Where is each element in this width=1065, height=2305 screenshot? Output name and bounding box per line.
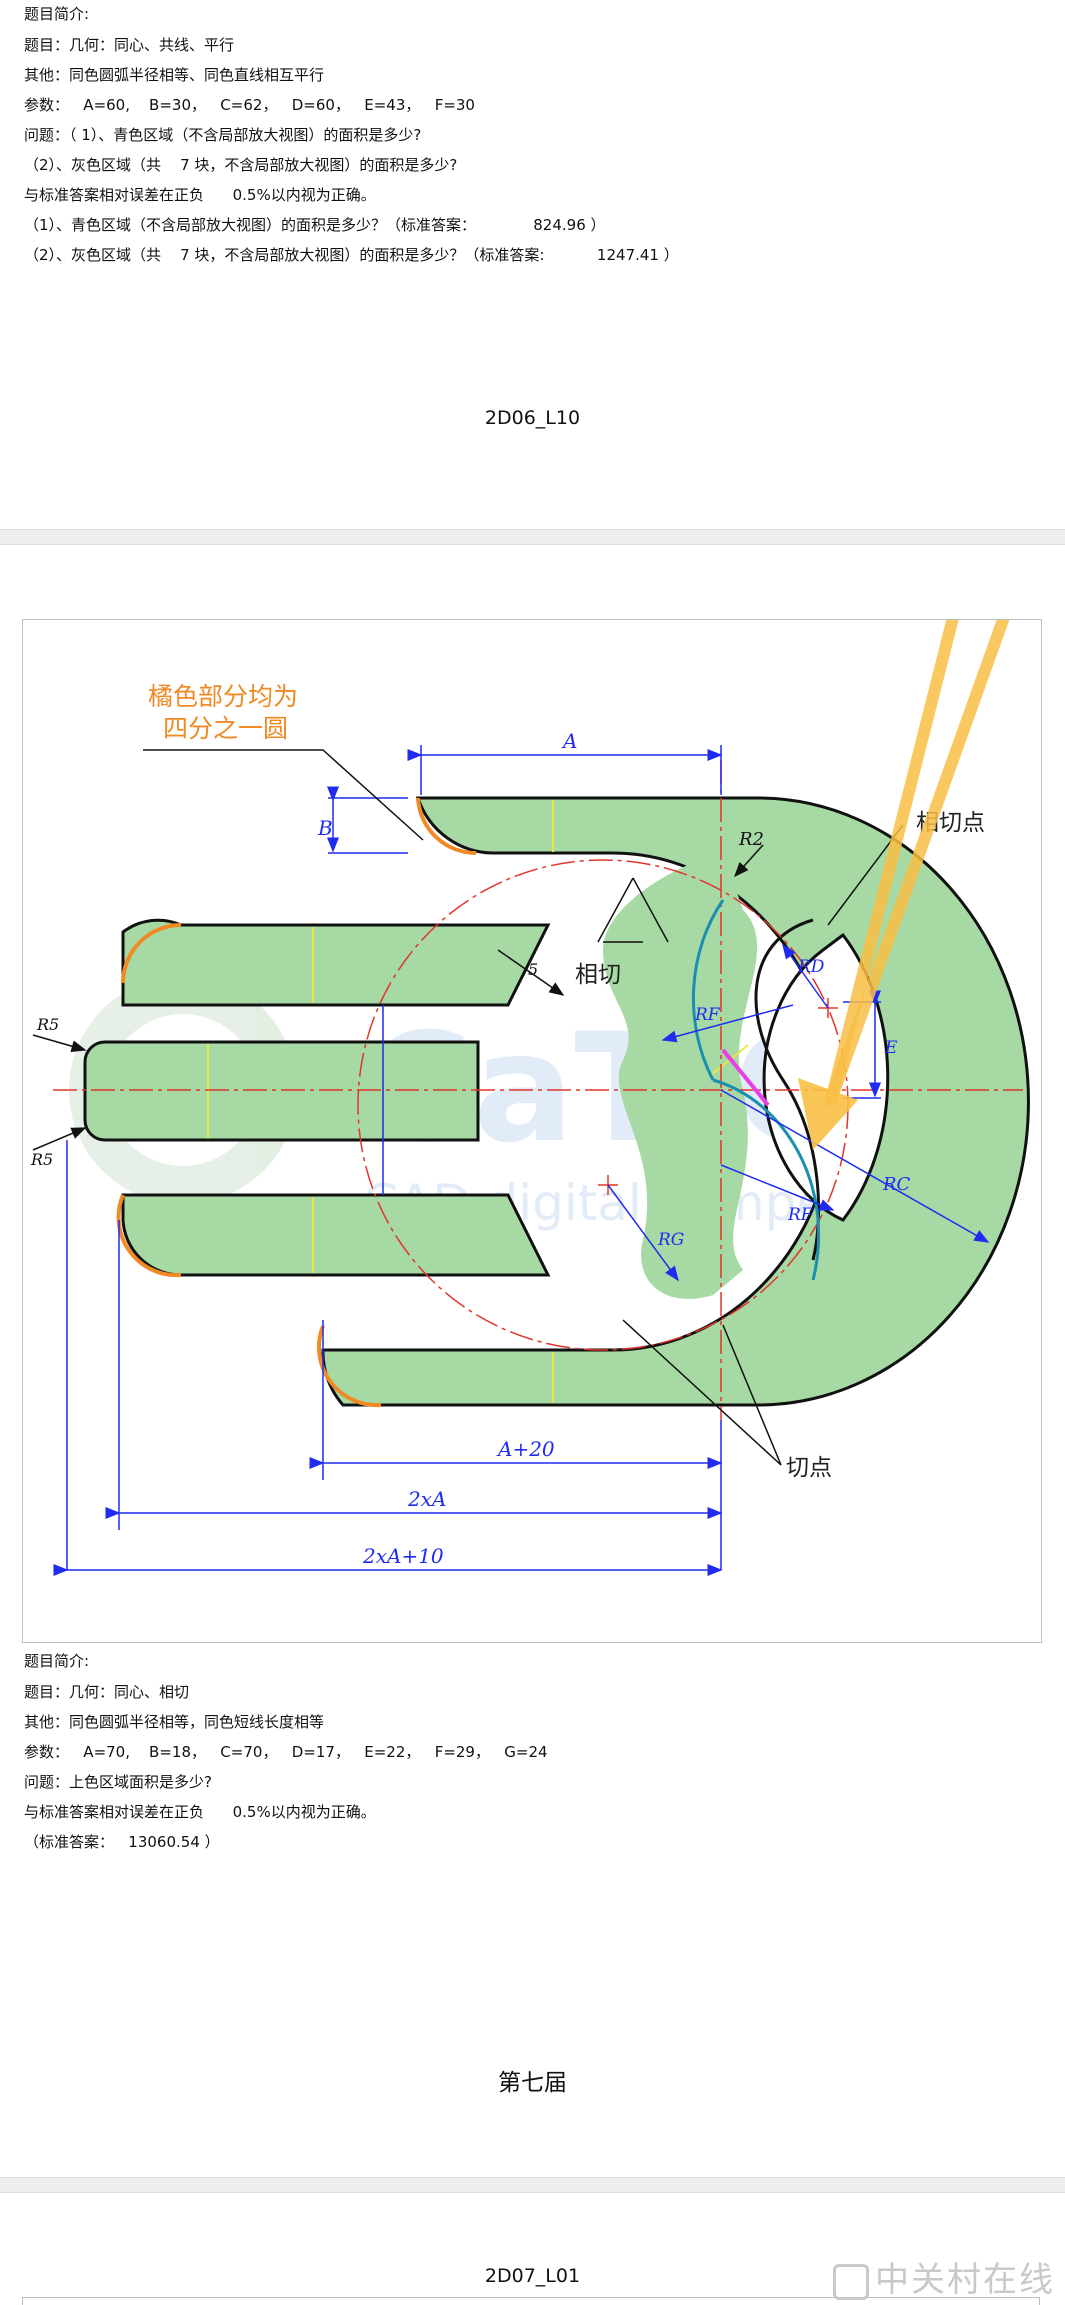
orange-note-line2: 四分之一圆 [163,714,288,743]
dim-2xa-label: 2xA [407,1487,446,1511]
corner-watermark: 中关村在线 [833,2252,1055,2301]
yellow-arrow-overlay [798,620,1009,1150]
dim-a20-label: A+20 [496,1437,555,1461]
middle-bar [83,1040,480,1142]
next-drawing-frame-edge [22,2297,1040,2305]
section-label-seventh: 第七届 [498,2070,567,2096]
dim-5-label: 5 [528,960,538,979]
problem1-answer2: （2）、灰色区域（共 7 块，不含局部放大视图）的面积是多少？（标准答案: 12… [24,246,679,264]
dim-rg-label: RG [657,1230,684,1250]
problem2-params: 参数： A=70, B=18， C=70， D=17， E=22， F=29， … [24,1743,548,1761]
blue-dimensions [53,745,990,1576]
tangent-point-bottom-label: 切点 [786,1455,832,1481]
cad-drawing-frame: CaTICs CAD digital competition [22,619,1042,1643]
problem1-tolerance: 与标准答案相对误差在正负 0.5%以内视为正确。 [24,186,376,204]
problem2-topic: 题目：几何：同心、相切 [24,1683,190,1701]
dim-r5-bottom-label: R5 [30,1150,53,1169]
watermark-text: 中关村在线 [875,2260,1055,2300]
problem1-params: 参数： A=60, B=30， C=62， D=60， E=43， F=30 [24,96,475,114]
problem1-topic: 题目：几何：同心、共线、平行 [24,36,235,54]
leader-lines [32,749,904,1466]
watermark-logo-icon [833,2263,869,2300]
problem1-question1: 问题：（ 1）、青色区域（不含局部放大视图）的面积是多少? [24,126,422,144]
dim-rf-bottom-label: RF [787,1205,814,1225]
page-bottom: 2D07_L01 [0,2193,1065,2305]
magenta-segment [721,1048,770,1107]
dim-rf-top-label: RF [694,1005,721,1025]
section-label-2d07: 2D07_L01 [484,2265,581,2287]
inner-c-region [603,852,758,1299]
dim-rc-label: RC [882,1174,911,1195]
dim-r2-label: R2 [738,829,764,850]
cad-drawing: CaTICs CAD digital competition [30,620,1030,1576]
annotation-texts: 橘色部分均为 四分之一圆 A B R2 5 R5 R5 RD E RF RF R… [30,682,985,1568]
dim-r5-top-label: R5 [36,1015,59,1034]
orange-note-line1: 橘色部分均为 [148,682,298,711]
tangent-label: 相切 [575,962,621,988]
dim-e-label: E [884,1038,898,1058]
dim-b-label: B [317,816,333,840]
page-divider [0,529,1065,545]
upper-fork-bar [121,918,551,1007]
problem1-other: 其他：同色圆弧半径相等、同色直线相互平行 [24,66,325,84]
problem1-question2: （2）、灰色区域（共 7 块，不含局部放大视图）的面积是多少? [24,156,458,174]
teal-arc-bottom [712,1078,821,1281]
dim-a-label: A [561,729,577,753]
page-top: 题目简介: 题目：几何：同心、共线、平行 其他：同色圆弧半径相等、同色直线相互平… [0,0,1065,528]
problem1-answer1: （1）、青色区域（不含局部放大视图）的面积是多少？（标准答案： 824.96 ） [24,216,606,234]
problem2-intro: 题目简介: [24,1652,90,1670]
teal-arc-top [691,899,725,1081]
problem2-answer: （标准答案： 13060.54 ） [24,1833,220,1851]
problem2-question: 问题：上色区域面积是多少? [24,1773,212,1791]
dim-2xa10-label: 2xA+10 [362,1544,444,1568]
problem2-tolerance: 与标准答案相对误差在正负 0.5%以内视为正确。 [24,1803,376,1821]
lower-fork-bar [121,1193,551,1277]
section-label-2d06: 2D06_L10 [484,407,581,429]
problem2-other: 其他：同色圆弧半径相等，同色短线长度相等 [24,1713,325,1731]
problem1-intro: 题目简介: [24,5,90,23]
dim-rd-label: RD [797,957,825,977]
page-divider-2 [0,2177,1065,2193]
orange-quarter-arcs [116,797,477,1408]
